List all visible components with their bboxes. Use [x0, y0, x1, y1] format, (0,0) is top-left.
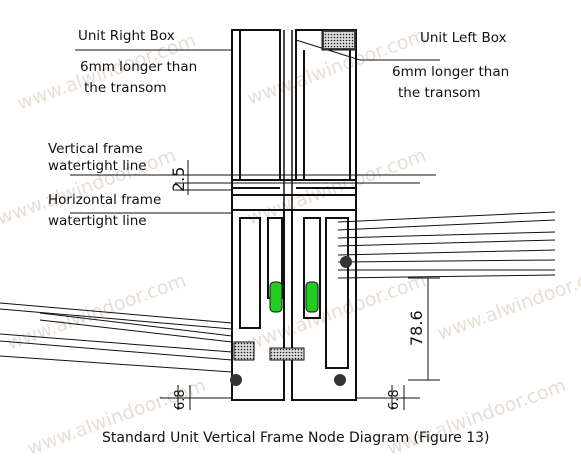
watermark-9: www.alwindoor.com — [434, 259, 581, 344]
left-glass-lines — [0, 302, 233, 373]
green-gaskets — [269, 281, 319, 313]
lower-seals — [230, 256, 352, 386]
figure-caption: Standard Unit Vertical Frame Node Diagra… — [102, 430, 490, 446]
unit-left-box-label: Unit Left Box — [420, 30, 507, 46]
watertight-lines — [70, 174, 436, 214]
vertical-watertight-label-line1: Vertical frame — [48, 141, 143, 157]
right-glass-lines — [337, 211, 556, 279]
lower-left-frame — [231, 209, 285, 401]
watermark-7: www.alwindoor.com — [24, 374, 209, 459]
right-edge-dimension: 6.8 — [387, 389, 402, 410]
lower-right-frame — [291, 209, 357, 401]
left-edge-dimension: 6.8 — [173, 389, 188, 410]
gap-dimension: 2.5 — [169, 167, 188, 192]
vertical-watertight-label-line2: watertight line — [48, 158, 147, 174]
right-box-note-line2: the transom — [84, 80, 167, 96]
horizontal-watertight-label-line2: watertight line — [48, 213, 147, 229]
left-box-note-line1: 6mm longer than — [392, 64, 509, 80]
right-box-note-line1: 6mm longer than — [80, 59, 197, 75]
dimension-lines — [160, 160, 440, 410]
left-box-note-line2: the transom — [398, 85, 481, 101]
height-dimension: 78.6 — [407, 310, 426, 346]
horizontal-watertight-label-line1: Horizontal frame — [48, 192, 161, 208]
watermark-8: www.alwindoor.com — [384, 374, 569, 459]
unit-right-box-label: Unit Right Box — [78, 28, 175, 44]
top-seal — [321, 29, 357, 51]
